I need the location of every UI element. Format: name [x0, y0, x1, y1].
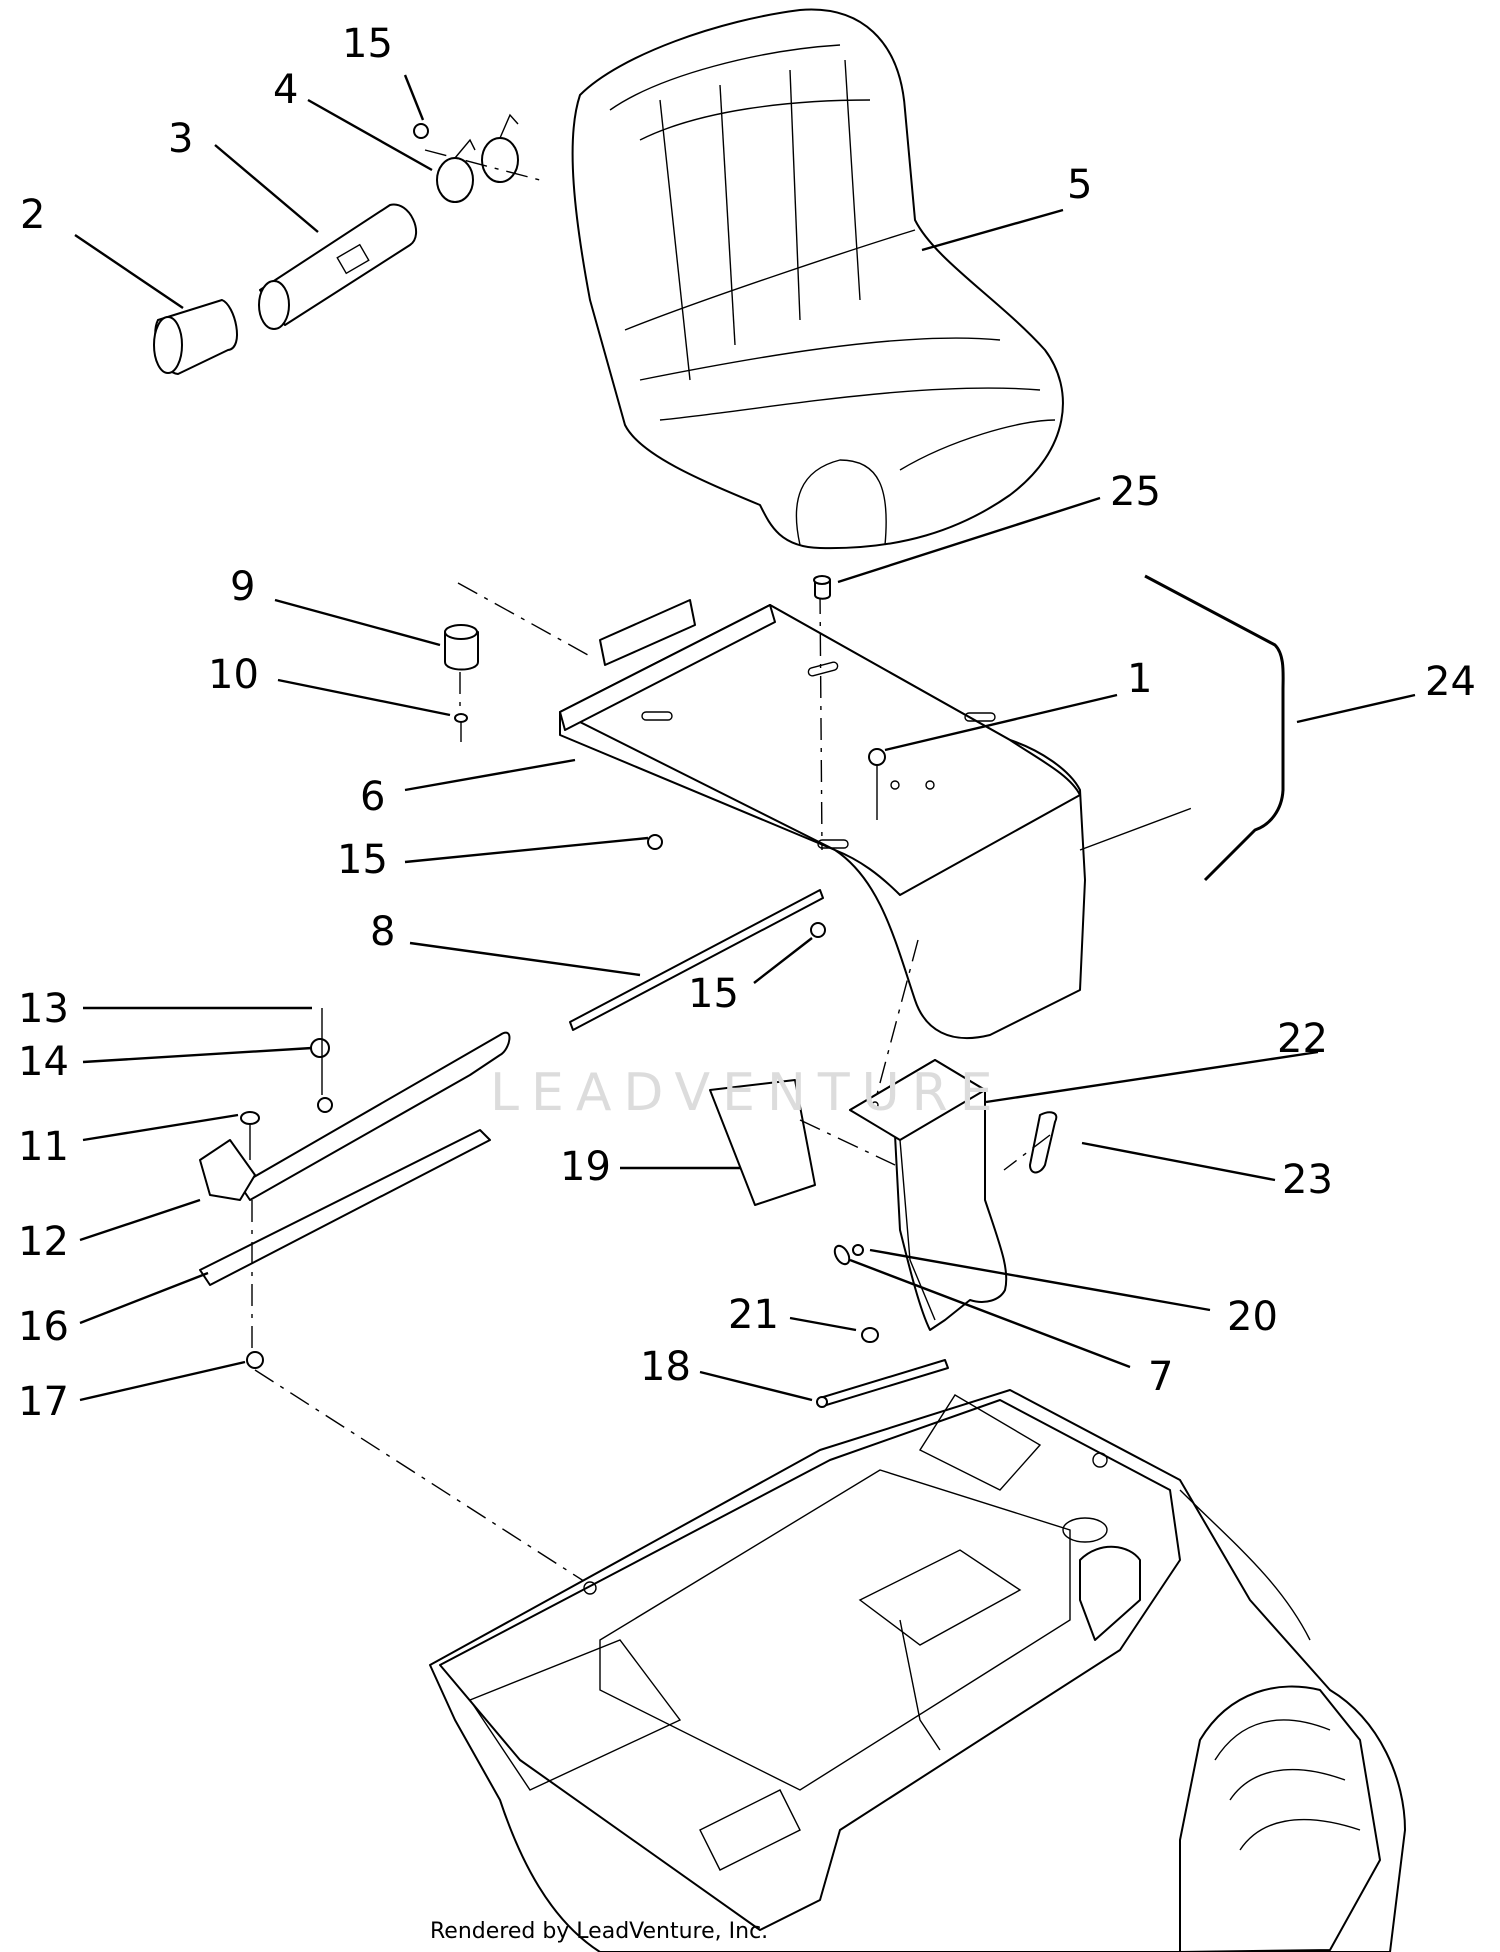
support-rod [1144, 574, 1285, 882]
seat-strip [569, 889, 824, 1031]
callout-15-plate: 15 [337, 837, 388, 883]
seat [571, 8, 1064, 550]
callout-18: 18 [640, 1344, 691, 1390]
callout-5: 5 [1067, 162, 1092, 208]
render-credit: Rendered by LeadVenture, Inc. [430, 1919, 768, 1944]
callout-19: 19 [560, 1144, 611, 1190]
fasteners [647, 575, 886, 938]
callout-2: 2 [20, 192, 45, 238]
callout-20: 20 [1227, 1294, 1278, 1340]
pin-hardware [816, 1244, 949, 1408]
callout-25: 25 [1110, 469, 1161, 515]
callout-13: 13 [18, 986, 69, 1032]
callout-labels: 1 2 3 4 5 6 7 8 9 10 11 12 13 14 15 15 1… [18, 21, 1476, 1425]
callout-14: 14 [18, 1039, 69, 1085]
seat-bracket [709, 1059, 1058, 1331]
bumper-and-bolt [444, 582, 589, 742]
callout-16: 16 [18, 1304, 69, 1350]
assembly-guides [799, 591, 1051, 1171]
callout-7: 7 [1148, 1354, 1173, 1400]
callout-23: 23 [1282, 1157, 1333, 1203]
callout-9: 9 [230, 564, 255, 610]
callout-21: 21 [728, 1292, 779, 1338]
armrest-assembly [153, 113, 541, 375]
callout-10: 10 [208, 652, 259, 698]
callout-3: 3 [168, 116, 193, 162]
callout-17: 17 [18, 1379, 69, 1425]
callout-1: 1 [1127, 656, 1152, 702]
callout-15-center: 15 [688, 971, 739, 1017]
callout-24: 24 [1425, 659, 1476, 705]
callout-22: 22 [1277, 1016, 1328, 1062]
callout-15-top: 15 [342, 21, 393, 67]
watermark: LEADVENTURE [490, 1063, 1005, 1123]
leader-lines [74, 74, 1416, 1402]
seat-plate [559, 599, 1241, 1040]
callout-8: 8 [370, 909, 395, 955]
callout-4: 4 [273, 67, 298, 113]
callout-11: 11 [18, 1124, 69, 1170]
seat-lever-assembly [199, 1008, 591, 1586]
callout-12: 12 [18, 1219, 69, 1265]
callout-6: 6 [360, 774, 385, 820]
mower-frame [429, 1389, 1406, 1952]
